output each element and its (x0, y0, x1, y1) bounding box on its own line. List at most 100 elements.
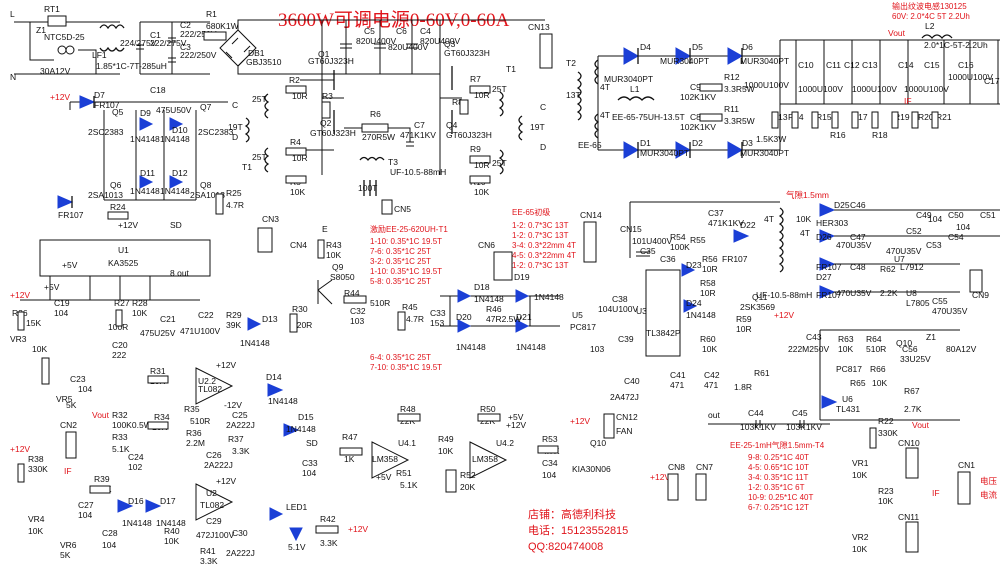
label-R17: R17 (852, 112, 868, 122)
label-R43: R43 (326, 240, 342, 250)
label-r100k: 100K (670, 242, 690, 252)
label-c470-d: 470U35V (932, 306, 968, 316)
label-plus5-d: +5V (376, 472, 392, 482)
label-plus12-driver: +12V (50, 92, 70, 102)
current-amp-U2: +12V R38 330K IF R39 5.1K C27 104 D16 D1… (10, 444, 368, 566)
label-R19: R19 (894, 112, 910, 122)
label-U6v: TL431 (836, 404, 860, 414)
label-U8v: L7805 (906, 298, 930, 308)
label-r27k: 2.7K (904, 404, 922, 414)
label-CN7: CN7 (696, 462, 713, 472)
label-r10k-m: 10K (852, 544, 867, 554)
label-CN8: CN8 (668, 462, 685, 472)
label-C12: C12 (844, 60, 860, 70)
label-D26: D26 (816, 232, 832, 242)
label-fuse: 30A12V (40, 66, 71, 76)
label-r39k: 39K (226, 320, 241, 330)
label-r20k: 20K (460, 482, 475, 492)
label-n4148-h: 1N4148 (456, 342, 486, 352)
label-C6: C6 (396, 26, 407, 36)
label-R63: R63 (838, 334, 854, 344)
label-T3: T3 (388, 157, 398, 167)
label-n4148-d: 1N4148 (160, 186, 190, 196)
label-R34: R34 (154, 412, 170, 422)
label-n4148-f: 1N4148 (474, 294, 504, 304)
label-gap: 气隙1.5mm (786, 190, 829, 200)
label-U4v-b: LM358 (472, 454, 498, 464)
label-C16: C16 (958, 60, 974, 70)
label-CN15: CN15 (620, 224, 642, 234)
label-c475: 475U25V (140, 328, 176, 338)
label-CN13: CN13 (528, 22, 550, 32)
label-D4: D4 (640, 42, 651, 52)
label-U8: U8 (906, 288, 917, 298)
label-C9: C9 (690, 82, 701, 92)
transformer-notes: 激励EE-25-620UH-T1 1-10: 0.35*1C 19.5T 7-6… (370, 207, 825, 512)
label-r10k-g: 10R (736, 324, 752, 334)
label-R48: R48 (400, 404, 416, 414)
label-C13: C13 (862, 60, 878, 70)
diode-D4 (623, 47, 640, 65)
label-c104-d: 104 (102, 540, 116, 550)
label-R4: R4 (290, 137, 301, 147)
label-U3v: TL3842P (646, 328, 681, 338)
label-c1v: 222/275V (150, 38, 187, 48)
label-U41: U4.1 (398, 438, 416, 448)
label-13t: 13T (566, 90, 581, 100)
label-C43: C43 (806, 332, 822, 342)
label-IF-mid: IF (64, 466, 72, 476)
label-vout-bot: Vout (912, 420, 930, 430)
diode-D3 (727, 141, 744, 159)
label-r5w-a: 3.3R5W (724, 84, 755, 94)
label-L1: L1 (630, 84, 640, 94)
label-Q7: Q7 (200, 102, 212, 112)
label-c56v: 33U25V (900, 354, 931, 364)
label-C56: C56 (902, 344, 918, 354)
label-2sc-a: 2SC2383 (88, 127, 124, 137)
label-C-left: C (232, 100, 238, 110)
contact-info: 店铺：高德利科技 电话：15123552815 QQ:820474008 (528, 507, 628, 553)
label-C8: C8 (690, 112, 701, 122)
t2-line-3: 3-4: 0.3*22mm 4T (512, 241, 576, 250)
label-D22: D22 (740, 220, 756, 230)
label-r1k: 1K (344, 454, 355, 464)
label-R58: R58 (700, 278, 716, 288)
label-R67: R67 (904, 386, 920, 396)
label-R46: R46 (486, 304, 502, 314)
diode-D7 (79, 95, 96, 109)
label-C26: C26 (206, 450, 222, 460)
label-mur-d: MUR3040PT (640, 148, 689, 158)
label-her: HER303 (816, 218, 848, 228)
label-C39: C39 (618, 334, 634, 344)
label-LF1v: 1.85*1C-7T-285uH (96, 61, 167, 71)
label-mur-c: MUR3040PT (740, 56, 789, 66)
label-R9: R9 (470, 144, 481, 154)
t1-line-4: 1-10: 0.35*1C 19.5T (370, 267, 442, 276)
label-R20: R20 (918, 112, 934, 122)
label-C3: C3 (180, 42, 191, 52)
label-D20: D20 (456, 312, 472, 322)
label-n4148-a: 1N4148 (130, 134, 160, 144)
label-c4v: 224/275V (120, 38, 157, 48)
label-R13: R13 (772, 112, 788, 122)
label-C37: C37 (708, 208, 724, 218)
label-C4: C4 (420, 26, 431, 36)
label-plus12-d: +12V (774, 310, 794, 320)
label-minus12-a: -12V (224, 400, 242, 410)
label-R62: R62 (880, 264, 896, 274)
diode-D18 (457, 289, 472, 303)
label-n4148-m: 1N4148 (122, 518, 152, 528)
label-L1v: EE-65-75UH-13.5T (612, 112, 685, 122)
label-R24: R24 (110, 202, 126, 212)
label-D25: D25 (834, 200, 850, 210)
label-c820-2: 820U400V (388, 42, 429, 52)
label-VR4: VR4 (28, 514, 45, 524)
label-U1v: KA3525 (108, 258, 139, 268)
error-amplifiers: VR3 10K VR5 5K C23 104 R31 10K U2.2 TL08… (10, 334, 316, 472)
label-R22: R22 (878, 416, 894, 426)
label-C52: C52 (906, 226, 922, 236)
label-D15: D15 (298, 412, 314, 422)
label-RT1: RT1 (44, 4, 60, 14)
half-bridge-right: Q3 GT60J323H Q4 GT60J323H R7 10R R8 R9 1… (439, 20, 546, 197)
label-z51: 5.1V (288, 542, 306, 552)
